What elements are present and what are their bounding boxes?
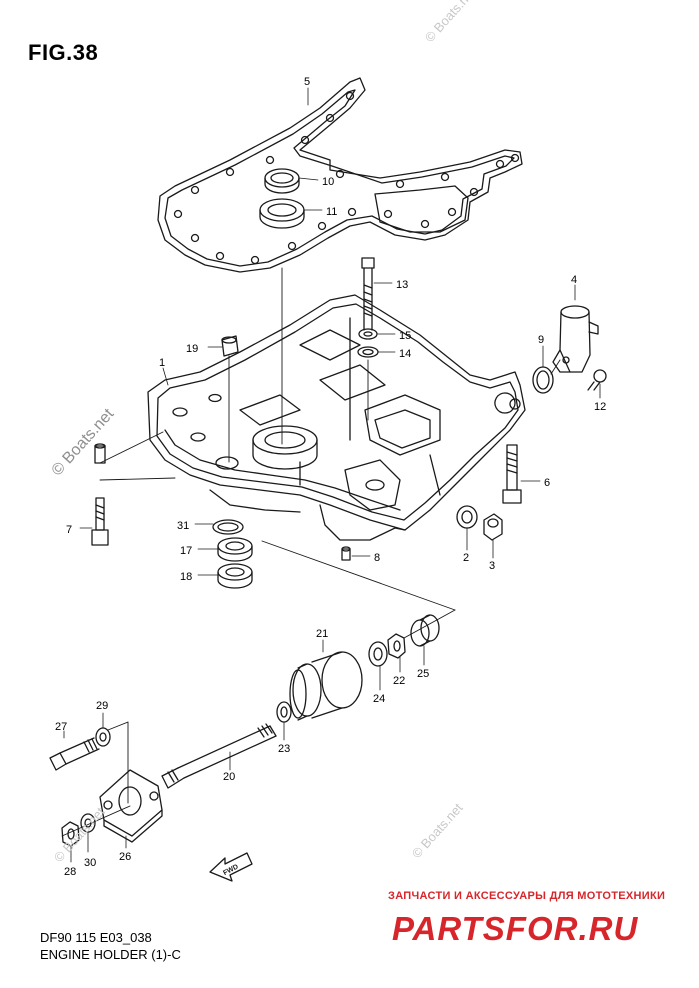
callout-25: 25	[417, 668, 429, 680]
seal-washer-part	[456, 505, 478, 529]
callout-23: 23	[278, 743, 290, 755]
mount-bracket-part	[99, 769, 163, 843]
callout-14: 14	[399, 348, 411, 360]
callout-18: 18	[180, 571, 192, 583]
callout-9: 9	[538, 334, 544, 346]
oil-seal-part	[264, 168, 300, 194]
washer-part	[357, 346, 379, 358]
callout-27: 27	[55, 721, 67, 733]
collar-part	[410, 614, 440, 647]
bolt-part	[49, 737, 100, 771]
callout-leaders	[63, 87, 601, 863]
callout-2: 2	[463, 552, 469, 564]
callout-13: 13	[396, 279, 408, 291]
washer-part	[368, 641, 388, 667]
callout-21: 21	[316, 628, 328, 640]
callout-11: 11	[326, 206, 337, 218]
nut-part	[387, 633, 406, 659]
figure-title: FIG.38	[28, 40, 99, 65]
dowel-pin-part	[341, 546, 351, 561]
bolt-part	[221, 335, 239, 357]
callout-4: 4	[571, 274, 577, 286]
bolt-part	[91, 497, 109, 546]
callout-5: 5	[304, 76, 310, 88]
o-ring-part	[532, 366, 554, 394]
figure-code: DF90 115 E03_038	[40, 930, 152, 945]
engine-holder-part	[147, 294, 526, 541]
shop-logo: PARTSFOR.RU	[392, 910, 639, 947]
shop-tagline: ЗАПЧАСТИ И АКСЕССУАРЫ ДЛЯ МОТОТЕХНИКИ	[388, 890, 666, 902]
nut-part	[61, 821, 80, 847]
callout-22: 22	[393, 675, 405, 687]
figure-caption: ENGINE HOLDER (1)-C	[40, 947, 181, 962]
bolt-part	[502, 444, 522, 504]
callout-labels: 5 10 11 13 15 14 19 1 4 9 12 6 7 2 3 8 3…	[55, 76, 606, 878]
dowel-pin-part	[94, 443, 106, 464]
callout-3: 3	[489, 560, 495, 572]
gasket-part	[157, 77, 523, 273]
callout-31: 31	[177, 520, 189, 532]
oil-seal-part	[259, 198, 305, 229]
callout-1: 1	[159, 357, 165, 369]
mount-rubber-part	[289, 651, 363, 721]
assembly-guide-lines	[61, 267, 561, 837]
callout-17: 17	[180, 545, 192, 557]
water-outlet-housing-part	[552, 305, 599, 373]
fwd-direction-arrow	[209, 852, 253, 882]
callout-6: 6	[544, 477, 550, 489]
bolt-part	[361, 257, 375, 331]
bolt-part	[587, 369, 607, 391]
callout-20: 20	[223, 771, 235, 783]
callout-30: 30	[84, 857, 96, 869]
callout-8: 8	[374, 552, 380, 564]
bushing-part	[217, 563, 253, 589]
callout-15: 15	[399, 330, 411, 342]
callout-10: 10	[322, 176, 334, 188]
callout-24: 24	[373, 693, 385, 705]
callout-29: 29	[96, 700, 108, 712]
callout-12: 12	[594, 401, 606, 413]
bushing-part	[217, 537, 253, 562]
callout-19: 19	[186, 343, 198, 355]
drain-plug-part	[483, 513, 503, 541]
callout-28: 28	[64, 866, 76, 878]
through-bolt-part	[161, 723, 277, 789]
washer-part	[95, 727, 111, 747]
callout-26: 26	[119, 851, 131, 863]
o-ring-part	[212, 519, 244, 535]
washer-part	[276, 701, 292, 723]
callout-7: 7	[66, 524, 72, 536]
washer-part	[358, 328, 378, 340]
